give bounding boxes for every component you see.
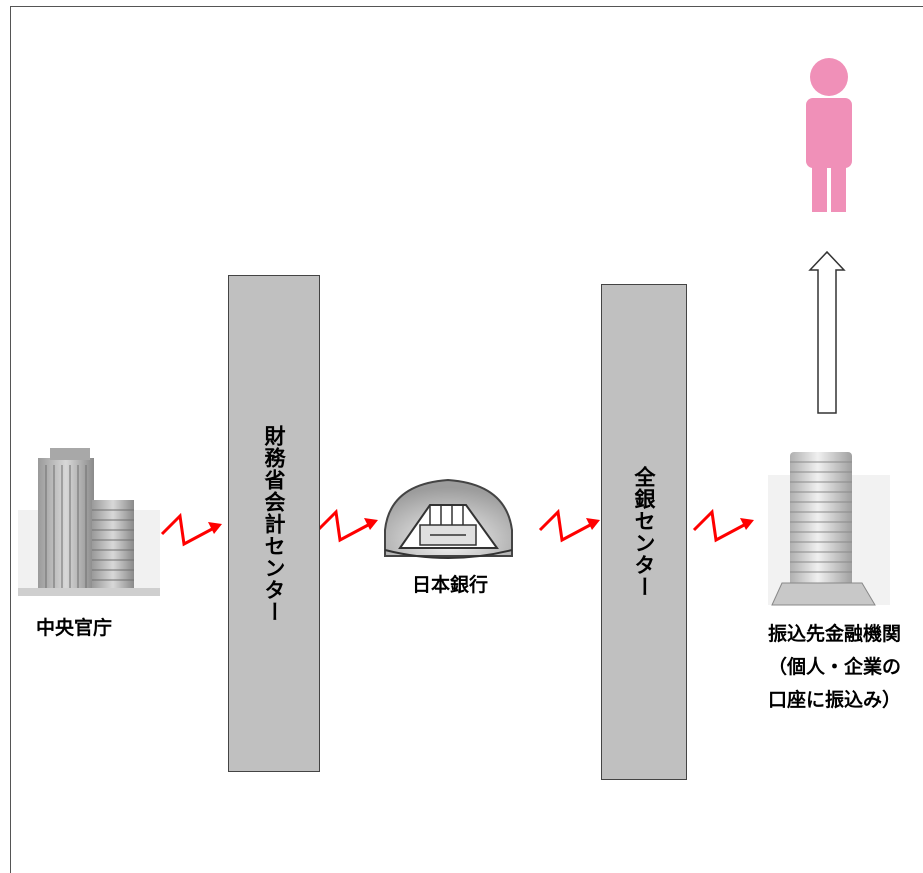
bank-of-japan-label: 日本銀行 (412, 574, 489, 596)
lightning-arrow-icon (160, 512, 222, 547)
office-buildings-icon (18, 448, 160, 596)
zengin-center-pillar: 全銀センター (601, 284, 687, 780)
tower-building-icon (768, 452, 890, 606)
bank-of-japan-building-icon (384, 478, 513, 559)
mof-accounting-center-pillar: 財務省会計センター (228, 275, 320, 772)
ministry-label: 中央官庁 (36, 617, 113, 639)
destination-label-line: 口座に振込み） (767, 689, 901, 711)
frame-top-border (10, 6, 923, 7)
lightning-arrow-icon (538, 508, 600, 543)
destination-label-line: 振込先金融機関 (767, 623, 901, 645)
person-icon (806, 58, 852, 212)
destination-label-line: （個人・企業の (767, 656, 901, 678)
zengin-center-label: 全銀センター (632, 466, 656, 598)
up-arrow-icon (808, 250, 846, 414)
frame-left-border (10, 6, 11, 873)
mof-accounting-center-label: 財務省会計センター (262, 424, 286, 623)
destination-bank-label: 振込先金融機関 （個人・企業の 口座に振込み） (746, 618, 923, 717)
lightning-arrow-icon (316, 508, 378, 543)
lightning-arrow-icon (692, 508, 754, 543)
